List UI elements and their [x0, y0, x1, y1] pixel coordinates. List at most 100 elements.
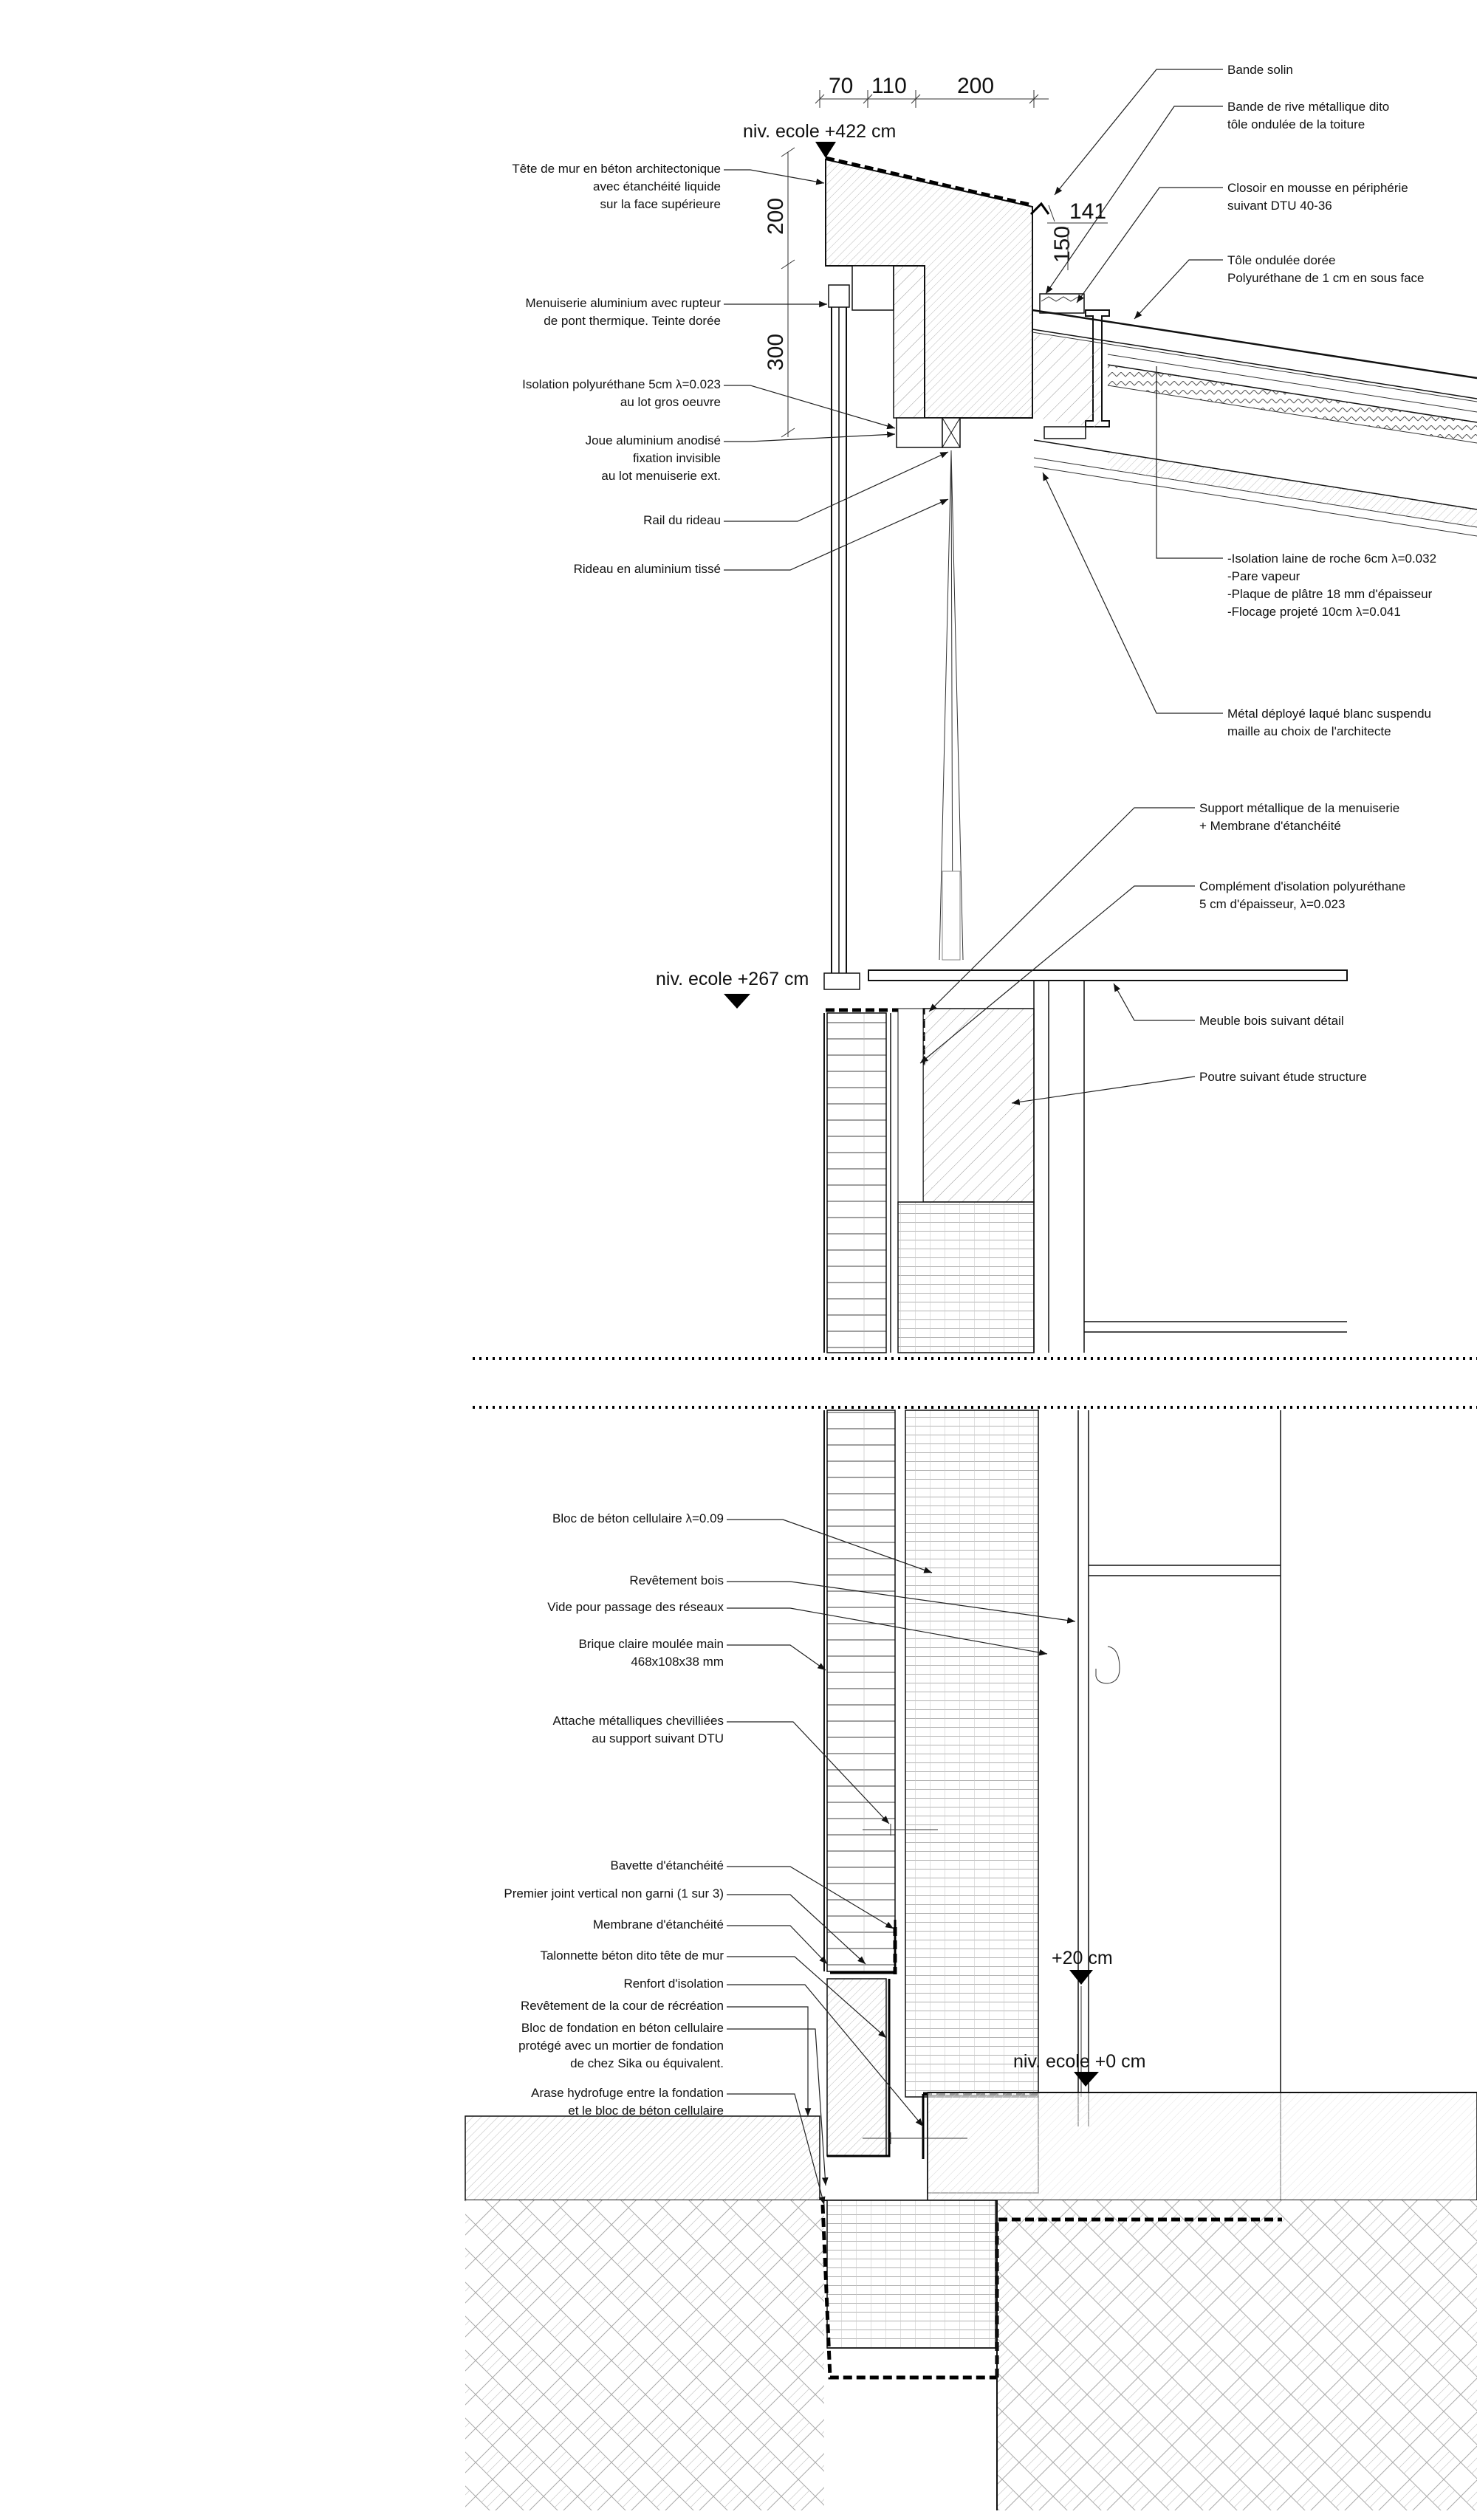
svg-text:Vide pour passage des réseaux: Vide pour passage des réseaux — [547, 1600, 724, 1614]
note-vide: Vide pour passage des réseaux — [547, 1600, 1048, 1656]
svg-text:maille au choix de l'architect: maille au choix de l'architecte — [1227, 724, 1391, 738]
svg-text:Talonnette béton dito tête de: Talonnette béton dito tête de mur — [540, 1949, 724, 1963]
roof-section: 141 150 — [1029, 199, 1477, 537]
svg-text:-Plaque de plâtre 18 mm d'épai: -Plaque de plâtre 18 mm d'épaisseur — [1227, 587, 1433, 601]
note-renfort: Renfort d'isolation — [623, 1977, 924, 2127]
note-bande-solin: Bande solin — [1054, 63, 1293, 196]
hook-icon — [1095, 1646, 1120, 1684]
note-attache: Attache métalliques chevilliées au suppo… — [552, 1714, 890, 1824]
svg-text:avec étanchéité liquide: avec étanchéité liquide — [593, 179, 721, 193]
break-lines — [473, 1357, 1477, 1409]
level-triangle-icon — [1074, 2072, 1099, 2087]
svg-text:de pont thermique. Teinte doré: de pont thermique. Teinte dorée — [544, 314, 721, 328]
note-tole: Tôle ondulée dorée Polyuréthane de 1 cm … — [1134, 253, 1425, 320]
svg-text:468x108x38 mm: 468x108x38 mm — [631, 1655, 724, 1669]
note-talonnette: Talonnette béton dito tête de mur — [540, 1949, 887, 2039]
note-membrane: Membrane d'étanchéité — [593, 1918, 828, 1965]
dim-110: 110 — [871, 74, 907, 98]
svg-text:Renfort d'isolation: Renfort d'isolation — [623, 1977, 724, 1991]
svg-text:Brique claire moulée main: Brique claire moulée main — [578, 1637, 724, 1651]
note-joint: Premier joint vertical non garni (1 sur … — [504, 1886, 866, 1965]
svg-text:protégé avec un mortier de fon: protégé avec un mortier de fondation — [518, 2039, 724, 2053]
svg-text:-Isolation laine de roche 6cm: -Isolation laine de roche 6cm λ=0.032 — [1227, 552, 1436, 566]
svg-text:Bande de rive métallique dito: Bande de rive métallique dito — [1227, 100, 1389, 114]
note-arase: Arase hydrofuge entre la fondation et le… — [531, 2086, 826, 2205]
dim-200: 200 — [957, 74, 994, 98]
svg-text:Support métallique de la menui: Support métallique de la menuiserie — [1199, 801, 1399, 815]
note-brique: Brique claire moulée main 468x108x38 mm — [578, 1637, 826, 1671]
svg-text:Rideau en aluminium tissé: Rideau en aluminium tissé — [574, 562, 721, 576]
svg-text:de chez Sika ou équivalent.: de chez Sika ou équivalent. — [570, 2056, 724, 2070]
dim-side-300: 300 — [764, 334, 788, 371]
note-bloc-fondation: Bloc de fondation en béton cellulaire pr… — [518, 2021, 829, 2186]
concrete-wall-head — [825, 156, 1033, 419]
note-tete-mur: Tête de mur en béton architectonique ave… — [512, 162, 825, 211]
svg-text:Revêtement de la cour de récré: Revêtement de la cour de récréation — [521, 1999, 724, 2013]
level-marker-20: +20 cm — [1052, 1948, 1113, 2097]
level-label-20: +20 cm — [1052, 1948, 1113, 1968]
svg-text:Meuble bois suivant détail: Meuble bois suivant détail — [1199, 1014, 1344, 1028]
svg-text:Bavette d'étanchéité: Bavette d'étanchéité — [610, 1858, 724, 1872]
ground-and-foundation — [465, 2092, 1477, 2510]
svg-text:Bloc de béton cellulaire λ=0.0: Bloc de béton cellulaire λ=0.09 — [552, 1511, 724, 1525]
svg-text:Joue aluminium anodisé: Joue aluminium anodisé — [586, 433, 721, 447]
svg-text:Attache métalliques chevilliée: Attache métalliques chevilliées — [552, 1714, 724, 1728]
svg-text:Poutre suivant étude structure: Poutre suivant étude structure — [1199, 1070, 1367, 1084]
note-meuble: Meuble bois suivant détail — [1113, 983, 1344, 1028]
top-dimension-chain: 70 110 200 — [815, 74, 1049, 108]
svg-text:+ Membrane d'étanchéité: + Membrane d'étanchéité — [1199, 819, 1341, 833]
svg-text:Revêtement bois: Revêtement bois — [629, 1573, 724, 1587]
note-revetement-bois: Revêtement bois — [629, 1573, 1076, 1624]
level-marker-0: niv. ecole +0 cm — [1013, 2051, 1145, 2087]
note-closoir: Closoir en mousse en périphérie suivant … — [1076, 181, 1408, 303]
svg-text:Rail du rideau: Rail du rideau — [643, 513, 721, 527]
note-complement: Complément d'isolation polyuréthane 5 cm… — [919, 879, 1405, 1064]
svg-text:Métal déployé laqué blanc susp: Métal déployé laqué blanc suspendu — [1227, 707, 1431, 721]
svg-text:5 cm d'épaisseur, λ=0.023: 5 cm d'épaisseur, λ=0.023 — [1199, 897, 1345, 911]
svg-text:Bloc de fondation en béton cel: Bloc de fondation en béton cellulaire — [521, 2021, 724, 2035]
svg-text:Complément d'isolation polyuré: Complément d'isolation polyuréthane — [1199, 879, 1405, 893]
dim-side-200: 200 — [764, 198, 788, 235]
svg-text:Isolation polyuréthane 5cm λ=0: Isolation polyuréthane 5cm λ=0.023 — [522, 377, 721, 391]
svg-text:Tôle ondulée dorée: Tôle ondulée dorée — [1227, 253, 1336, 267]
svg-text:Tête de mur en béton architect: Tête de mur en béton architectonique — [512, 162, 721, 176]
note-poutre: Poutre suivant étude structure — [1011, 1070, 1367, 1105]
svg-text:Polyuréthane de 1 cm en sous f: Polyuréthane de 1 cm en sous face — [1227, 271, 1425, 285]
svg-text:fixation invisible: fixation invisible — [633, 451, 721, 465]
svg-text:-Flocage projeté 10cm λ=0.041: -Flocage projeté 10cm λ=0.041 — [1227, 605, 1401, 619]
dim-141: 141 — [1069, 199, 1106, 224]
svg-text:Closoir en mousse en périphéri: Closoir en mousse en périphérie — [1227, 181, 1408, 195]
note-support-menuiserie: Support métallique de la menuiserie + Me… — [928, 801, 1399, 1012]
svg-text:tôle ondulée de la toiture: tôle ondulée de la toiture — [1227, 117, 1365, 131]
svg-text:suivant DTU 40-36: suivant DTU 40-36 — [1227, 199, 1332, 213]
svg-text:Bande solin: Bande solin — [1227, 63, 1293, 77]
side-dimension-chain: 200 300 — [764, 147, 795, 438]
note-bavette: Bavette d'étanchéité — [610, 1858, 894, 1929]
note-rail: Rail du rideau — [643, 451, 949, 527]
level-triangle-icon — [815, 142, 836, 158]
level-label-267: niv. ecole +267 cm — [656, 969, 809, 989]
note-bloc-beton: Bloc de béton cellulaire λ=0.09 — [552, 1511, 933, 1573]
sill-and-furniture — [823, 969, 1348, 1353]
dim-70: 70 — [829, 74, 853, 98]
note-joue: Joue aluminium anodisé fixation invisibl… — [586, 431, 896, 483]
curtain-assembly — [896, 417, 964, 961]
svg-text:au support suivant DTU: au support suivant DTU — [592, 1731, 724, 1745]
note-bande-rive: Bande de rive métallique dito tôle ondul… — [1045, 100, 1389, 295]
svg-text:au lot gros oeuvre: au lot gros oeuvre — [620, 395, 721, 409]
svg-text:Premier joint vertical non gar: Premier joint vertical non garni (1 sur … — [504, 1886, 724, 1901]
level-triangle-icon — [1069, 1970, 1093, 1985]
svg-text:au lot menuiserie ext.: au lot menuiserie ext. — [601, 469, 721, 483]
note-isolation-pu: Isolation polyuréthane 5cm λ=0.023 au lo… — [522, 377, 896, 430]
svg-text:sur la face supérieure: sur la face supérieure — [600, 197, 721, 211]
note-metal-deploye: Métal déployé laqué blanc suspendu maill… — [1042, 472, 1431, 738]
note-rideau: Rideau en aluminium tissé — [574, 498, 949, 576]
level-triangle-icon — [724, 994, 750, 1009]
level-label-422: niv. ecole +422 cm — [743, 121, 896, 142]
svg-text:Arase hydrofuge entre la fonda: Arase hydrofuge entre la fondation — [531, 2086, 724, 2100]
dim-150: 150 — [1050, 226, 1075, 263]
note-menuiserie: Menuiserie aluminium avec rupteur de pon… — [525, 296, 827, 328]
level-label-0: niv. ecole +0 cm — [1013, 2051, 1145, 2072]
level-marker-422: niv. ecole +422 cm — [743, 121, 896, 158]
